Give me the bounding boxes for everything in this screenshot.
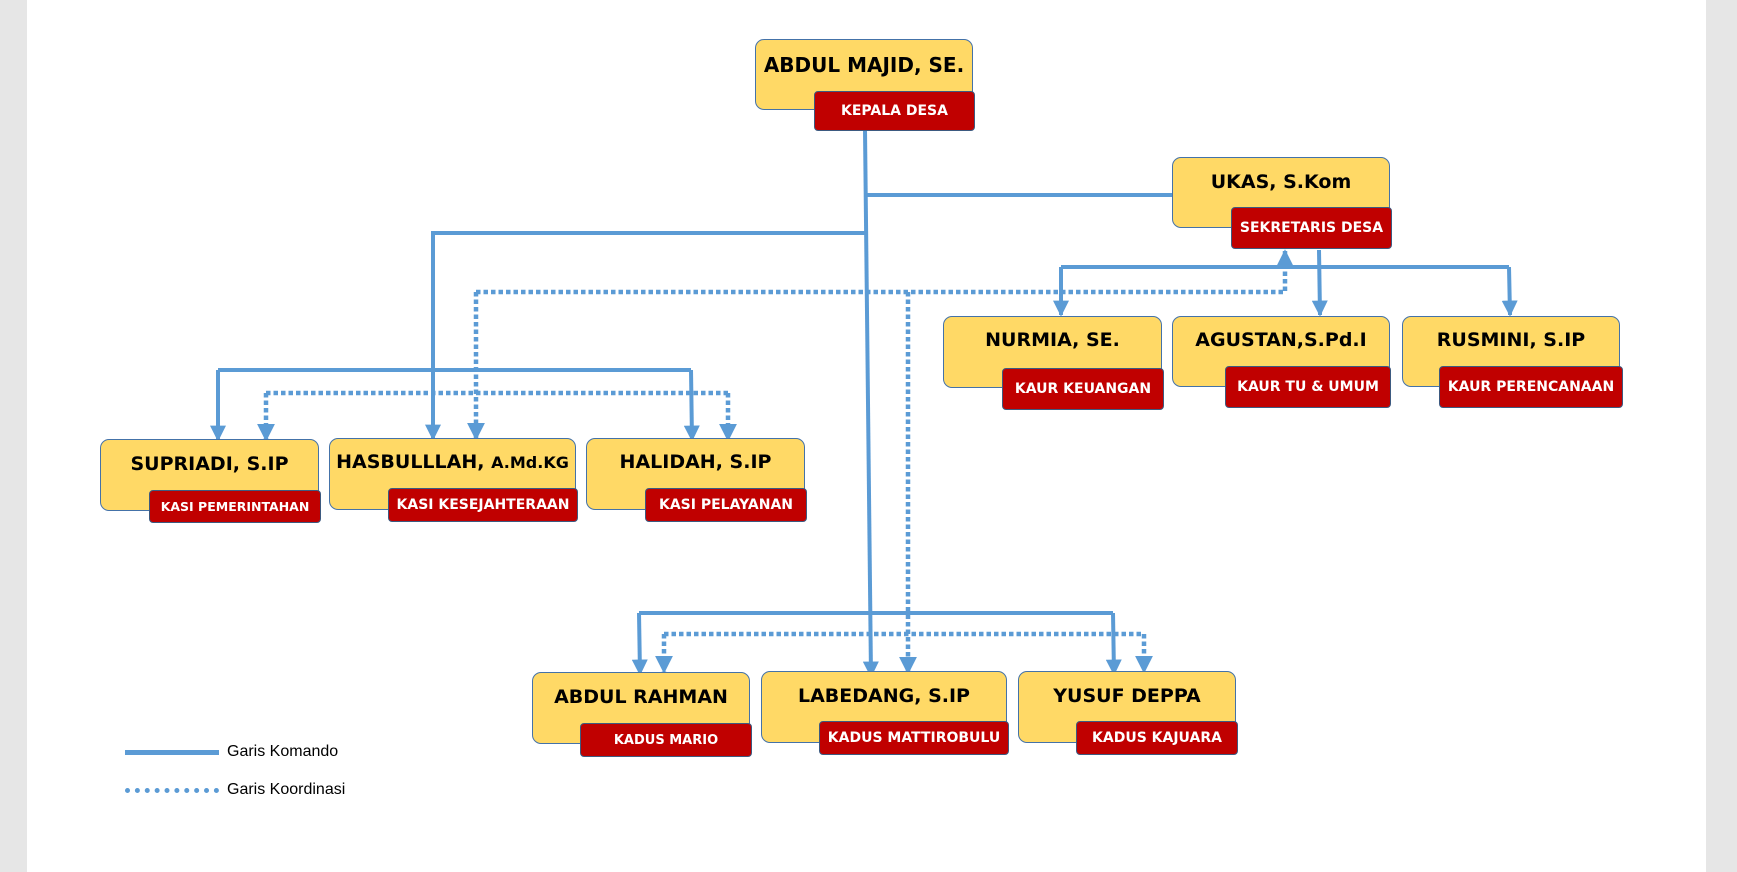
solid-line-icon xyxy=(125,749,219,755)
person-name: HALIDAH, S.IP xyxy=(619,451,772,473)
person-name: ABDUL RAHMAN xyxy=(554,686,728,708)
coord-line-to-sekretaris xyxy=(476,249,1294,295)
legend-label: Garis Komando xyxy=(227,743,339,760)
person-name: ABDUL MAJID, SE. xyxy=(763,53,965,77)
legend-item-komando: Garis Komando xyxy=(125,743,338,761)
dotted-line-icon xyxy=(125,787,219,793)
command-line-kasi-bus xyxy=(425,231,866,441)
role-badge: KAUR KEUANGAN xyxy=(1002,368,1164,410)
command-line-to-mario xyxy=(631,612,648,676)
role-badge: KASI PEMERINTAHAN xyxy=(149,490,321,523)
person-name: NURMIA, SE. xyxy=(985,329,1120,351)
role-badge: KADUS MARIO xyxy=(580,723,752,757)
role-badge: KAUR PERENCANAAN xyxy=(1439,366,1623,408)
command-line-to-kajuara xyxy=(1105,612,1122,676)
role-badge: KAUR TU & UMUM xyxy=(1225,366,1391,408)
role-badge: KEPALA DESA xyxy=(814,91,975,131)
person-name: HASBULLLAH, xyxy=(336,451,485,473)
person-name: YUSUF DEPPA xyxy=(1053,685,1201,707)
command-line-to-perencanaan xyxy=(1501,266,1518,317)
role-badge: KADUS MATTIROBULU xyxy=(819,721,1009,755)
person-name: AGUSTAN,S.Pd.I xyxy=(1195,329,1367,351)
legend-label: Garis Koordinasi xyxy=(227,781,346,798)
role-badge: KASI PELAYANAN xyxy=(645,488,807,522)
role-badge: KASI KESEJAHTERAAN xyxy=(388,488,578,522)
role-badge: KADUS KAJUARA xyxy=(1076,721,1238,755)
command-line-kepala-trunk xyxy=(862,129,879,678)
person-name: LABEDANG, S.IP xyxy=(798,685,970,707)
command-line-to-pelayanan xyxy=(683,369,700,442)
legend-item-koordinasi: Garis Koordinasi xyxy=(125,781,345,799)
command-line-to-tu-umum xyxy=(1311,249,1328,317)
role-badge: SEKRETARIS DESA xyxy=(1231,207,1392,249)
person-degree: A.Md.KG xyxy=(491,453,569,472)
person-name: SUPRIADI, S.IP xyxy=(130,453,289,475)
person-name: RUSMINI, S.IP xyxy=(1436,329,1586,351)
person-name: UKAS, S.Kom xyxy=(1210,171,1352,193)
